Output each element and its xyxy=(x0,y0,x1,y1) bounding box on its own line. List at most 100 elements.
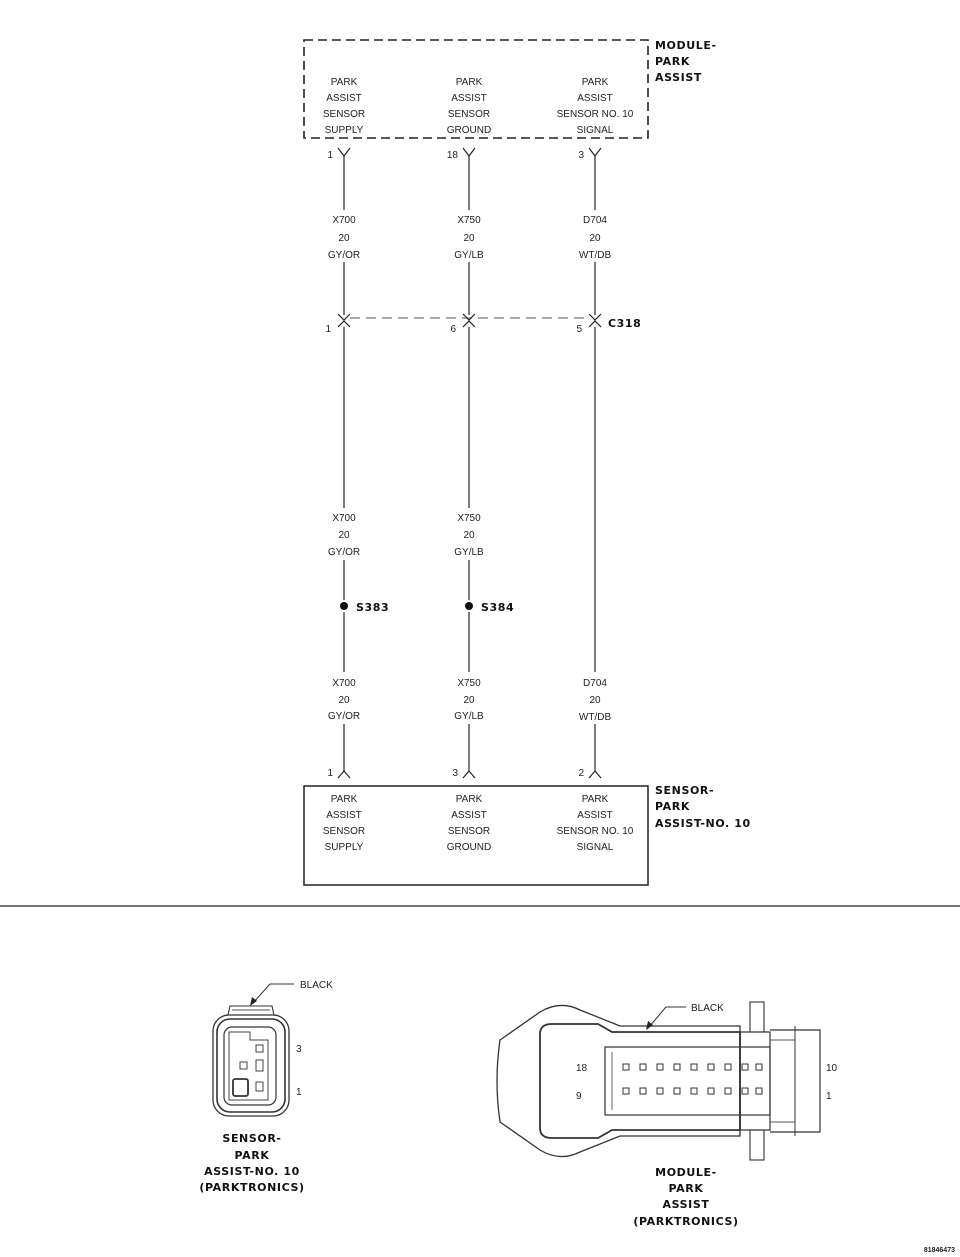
connector-c318-terminals xyxy=(337,313,602,328)
wire-label: 20 xyxy=(589,233,601,244)
module-pin-number: 18 xyxy=(447,150,459,161)
c318-pin-number: 1 xyxy=(325,324,331,335)
sensor-pin-number: 1 xyxy=(327,768,333,779)
sensor-connector-color-label: BLACK xyxy=(300,980,333,991)
module-terminal xyxy=(690,1063,698,1071)
wire-label: X700 xyxy=(332,678,356,689)
arrow-head-icon xyxy=(250,997,257,1006)
terminal-symbol xyxy=(462,770,476,779)
sensor-connector-view: BLACK 3 1 xyxy=(212,980,333,1117)
caption-line: MODULE- xyxy=(655,1166,717,1179)
module-terminal xyxy=(690,1087,698,1095)
module-terminal xyxy=(639,1087,647,1095)
wire-label: WT/DB xyxy=(579,712,612,723)
wire-label: GY/LB xyxy=(454,711,484,722)
module-pin-text: PARK xyxy=(331,77,358,88)
wire-label: GY/LB xyxy=(454,547,484,558)
module-terminal xyxy=(673,1063,681,1071)
splice-s383-label: S383 xyxy=(356,601,389,614)
sensor-connector-insert xyxy=(228,1031,269,1101)
terminal-symbol xyxy=(337,313,351,321)
wire-label: X750 xyxy=(457,215,481,226)
sensor-key xyxy=(232,1078,249,1097)
module-title-line: ASSIST xyxy=(655,71,702,84)
module-pin-text: SENSOR NO. 10 xyxy=(557,109,634,120)
module-connector-view: BLACK 18 9 10 1 xyxy=(496,1001,838,1161)
module-pin-text: SIGNAL xyxy=(577,125,614,136)
sensor-connector-cavity xyxy=(223,1026,277,1106)
module-pin-text: PARK xyxy=(456,77,483,88)
wire-label: X750 xyxy=(457,678,481,689)
module-pin-text: SENSOR xyxy=(448,109,490,120)
arrow-head-icon xyxy=(646,1021,653,1030)
wire-label: 20 xyxy=(463,695,475,706)
module-connector-pin-label: 18 xyxy=(576,1063,588,1074)
caption-line: ASSIST-NO. 10 xyxy=(204,1165,300,1178)
terminal-symbol xyxy=(588,313,602,321)
sensor-connector-caption: SENSOR- PARK ASSIST-NO. 10 (PARKTRONICS) xyxy=(199,1132,304,1194)
sensor-pin-text: ASSIST xyxy=(577,810,613,821)
module-connector-pin-label: 1 xyxy=(826,1091,832,1102)
wire-label: 20 xyxy=(463,233,475,244)
module-pin-text: ASSIST xyxy=(451,93,487,104)
wire-labels-middle: X700 20 GY/OR X750 20 GY/LB xyxy=(328,513,484,558)
wire-label: X700 xyxy=(332,513,356,524)
module-terminal xyxy=(656,1063,664,1071)
sensor-title: SENSOR- PARK ASSIST-NO. 10 xyxy=(655,784,751,830)
caption-line: (PARKTRONICS) xyxy=(199,1181,304,1194)
module-connector-pin-label: 10 xyxy=(826,1063,838,1074)
c318-pin-number: 6 xyxy=(450,324,456,335)
sensor-pin-text: SENSOR NO. 10 xyxy=(557,826,634,837)
splice-s384-dot xyxy=(465,602,473,610)
wire-label: D704 xyxy=(583,215,607,226)
module-terminal xyxy=(639,1063,647,1071)
module-connector-tab-top xyxy=(749,1001,765,1033)
module-terminal xyxy=(755,1087,763,1095)
sensor-pin-text: ASSIST xyxy=(451,810,487,821)
c318-pin-number: 5 xyxy=(576,324,582,335)
caption-line: PARK xyxy=(235,1149,270,1162)
module-terminal xyxy=(622,1087,630,1095)
sensor-pin-text: PARK xyxy=(582,794,609,805)
sensor-title-line: ASSIST-NO. 10 xyxy=(655,817,751,830)
module-pin-number: 1 xyxy=(327,150,333,161)
wire-label: GY/OR xyxy=(328,711,360,722)
module-terminal xyxy=(741,1063,749,1071)
module-pin-text: SUPPLY xyxy=(325,125,364,136)
module-connector-tab-bottom xyxy=(749,1129,765,1161)
module-title-line: PARK xyxy=(655,55,690,68)
sensor-connector-pin-label: 3 xyxy=(296,1044,302,1055)
terminal-symbol xyxy=(588,147,602,157)
connector-c318-label: C318 xyxy=(608,317,641,330)
terminal-symbol xyxy=(337,147,351,157)
wire-label: D704 xyxy=(583,678,607,689)
sensor-pin-text: SUPPLY xyxy=(325,842,364,853)
sensor-connector-body xyxy=(212,1014,290,1117)
wire-label: 20 xyxy=(338,530,350,541)
terminal-symbol xyxy=(462,320,476,328)
sensor-connector-body-inner xyxy=(216,1018,286,1113)
module-title-line: MODULE- xyxy=(655,39,717,52)
sensor-pin-text: GROUND xyxy=(447,842,491,853)
wire-label: GY/LB xyxy=(454,250,484,261)
sensor-pin-text: SIGNAL xyxy=(577,842,614,853)
sensor-terminal xyxy=(255,1081,264,1092)
sensor-park-assist-box xyxy=(303,785,649,886)
module-terminal xyxy=(741,1087,749,1095)
module-pin-descriptions: PARK ASSIST SENSOR SUPPLY PARK ASSIST SE… xyxy=(323,77,634,136)
sensor-title-line: PARK xyxy=(655,800,690,813)
wire-label: X750 xyxy=(457,513,481,524)
wire-label: GY/OR xyxy=(328,547,360,558)
sensor-terminal xyxy=(255,1059,264,1072)
sensor-terminal xyxy=(239,1061,248,1070)
terminal-symbol xyxy=(337,320,351,328)
sensor-pin-number: 2 xyxy=(578,768,584,779)
splice-s383-dot xyxy=(340,602,348,610)
module-terminal xyxy=(724,1087,732,1095)
terminal-symbol xyxy=(588,320,602,328)
wire-labels-lower: X700 20 GY/OR X750 20 GY/LB D704 20 WT/D… xyxy=(328,678,612,723)
wire-label: WT/DB xyxy=(579,250,612,261)
wire-label: X700 xyxy=(332,215,356,226)
sensor-color-leader xyxy=(252,983,271,1004)
